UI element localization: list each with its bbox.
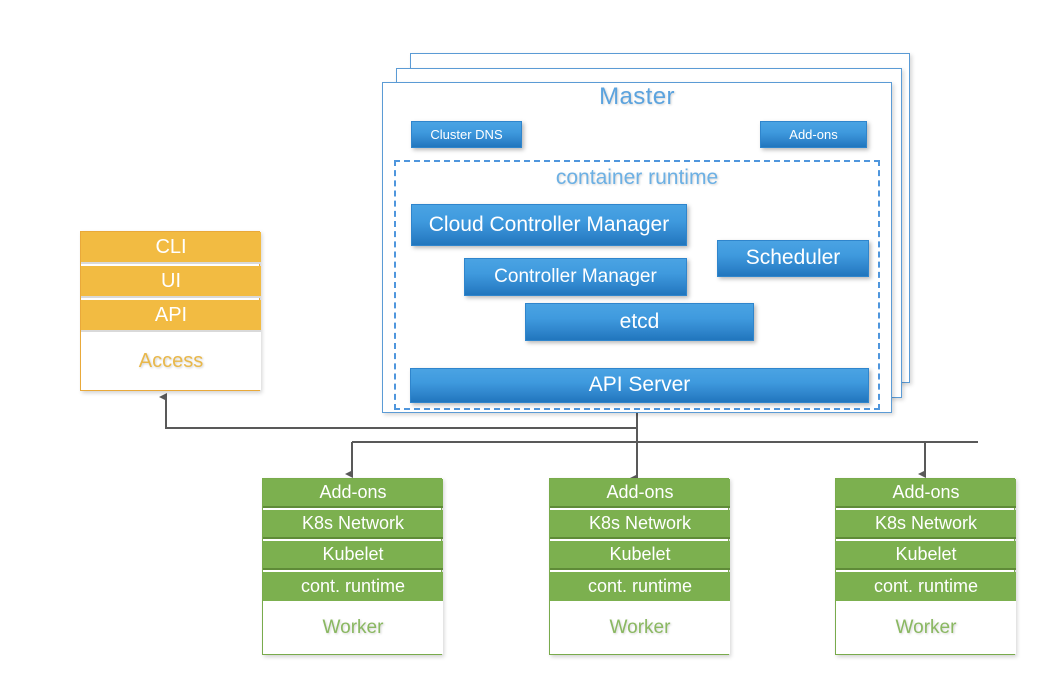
worker-row-kubelet[interactable]: Kubelet: [550, 541, 730, 570]
node-cloud-controller-manager[interactable]: Cloud Controller Manager: [411, 204, 687, 246]
worker-row-cont-runtime[interactable]: cont. runtime: [263, 572, 443, 601]
worker-node-3[interactable]: Add-ons K8s Network Kubelet cont. runtim…: [835, 478, 1016, 655]
worker-row-cont-runtime[interactable]: cont. runtime: [836, 572, 1016, 601]
node-cluster-dns[interactable]: Cluster DNS: [411, 121, 522, 148]
container-runtime-boundary: [394, 160, 880, 410]
access-row-cli[interactable]: CLI: [81, 232, 261, 264]
worker-row-add-ons[interactable]: Add-ons: [550, 479, 730, 508]
worker-row-k8s-network[interactable]: K8s Network: [836, 510, 1016, 539]
worker-node-label: Worker: [550, 601, 730, 654]
access-panel[interactable]: CLI UI API Access: [80, 231, 261, 391]
node-api-server[interactable]: API Server: [410, 368, 869, 403]
access-panel-label: Access: [81, 332, 261, 390]
master-title: Master: [599, 83, 675, 110]
node-master-add-ons[interactable]: Add-ons: [760, 121, 867, 148]
worker-node-1[interactable]: Add-ons K8s Network Kubelet cont. runtim…: [262, 478, 443, 655]
access-row-api[interactable]: API: [81, 300, 261, 332]
node-controller-manager[interactable]: Controller Manager: [464, 258, 687, 296]
worker-node-label: Worker: [836, 601, 1016, 654]
worker-row-k8s-network[interactable]: K8s Network: [263, 510, 443, 539]
node-scheduler[interactable]: Scheduler: [717, 240, 869, 277]
worker-row-kubelet[interactable]: Kubelet: [836, 541, 1016, 570]
worker-row-add-ons[interactable]: Add-ons: [836, 479, 1016, 508]
worker-row-cont-runtime[interactable]: cont. runtime: [550, 572, 730, 601]
container-runtime-title: container runtime: [555, 166, 719, 189]
node-etcd[interactable]: etcd: [525, 303, 754, 341]
worker-row-k8s-network[interactable]: K8s Network: [550, 510, 730, 539]
worker-node-2[interactable]: Add-ons K8s Network Kubelet cont. runtim…: [549, 478, 730, 655]
worker-row-kubelet[interactable]: Kubelet: [263, 541, 443, 570]
access-row-ui[interactable]: UI: [81, 266, 261, 298]
worker-row-add-ons[interactable]: Add-ons: [263, 479, 443, 508]
worker-node-label: Worker: [263, 601, 443, 654]
